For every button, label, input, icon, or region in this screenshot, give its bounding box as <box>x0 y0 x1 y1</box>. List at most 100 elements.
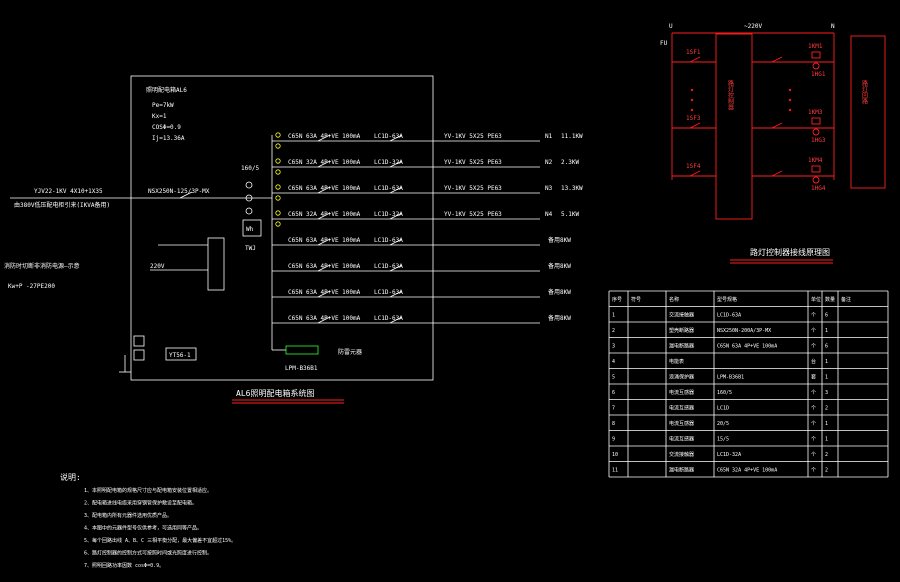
spd-label: LPM-B36B1 <box>285 365 318 372</box>
table-cell: 1 <box>825 421 828 427</box>
ctrl-fuse-symbol <box>689 56 701 63</box>
branch-cable-label: YV-1KV 5X25 PE63 <box>444 133 502 140</box>
branch-breaker-symbol <box>317 264 331 272</box>
table-cell: 交流接触器 <box>669 312 694 319</box>
table-cell: 浪涌保护器 <box>669 374 694 381</box>
branch-load-label: 2.3KW <box>561 159 579 166</box>
ctrl-dot <box>690 88 694 92</box>
table-cell: 个 <box>811 406 816 412</box>
ctrl-right-box-text: 路灯回路 <box>861 79 868 105</box>
branch-ct-circle <box>275 143 281 149</box>
branch-breaker-label: C65N 63A 4P+VE 100mA <box>288 237 361 244</box>
branch-breaker-label: C65N 63A 4P+VE 100mA <box>288 289 361 296</box>
ctrl-fuse-symbol <box>689 122 701 129</box>
branch-circuits: C65N 63A 4P+VE 100mA LC1D-63A YV-1KV 5X25 … <box>272 132 583 324</box>
branch-breaker-label: C65N 32A 4P+VE 100mA <box>288 211 361 218</box>
ctrl-dot <box>690 98 694 102</box>
ctrl-lamp <box>812 176 820 184</box>
panel-label: YT56-1 <box>169 352 191 359</box>
table-cell: 15/5 <box>717 437 729 443</box>
branch-ct-circle <box>275 195 281 201</box>
incoming-source: 由380V低压配电柜引来(IKVA备用) <box>14 201 110 209</box>
spd-symbol <box>285 345 319 355</box>
branch-ct-circle <box>275 158 281 164</box>
table-header-cell: 符号 <box>631 296 641 303</box>
branch-contactor-symbol <box>389 316 403 324</box>
ctrl-lamp-label: 1HG1 <box>811 71 826 78</box>
ctrl-lamp <box>812 62 820 70</box>
branch-lc-label: LC1D-63A <box>374 133 403 140</box>
branch-breaker-label: C65N 63A 4P+VE 100mA <box>288 315 361 322</box>
fire-module-box <box>207 237 225 291</box>
diagram-title: AL6照明配电箱系统图 <box>236 388 314 398</box>
panel-name-box <box>165 347 197 361</box>
ctrl-coil <box>811 165 821 173</box>
meter-label: TWJ <box>245 245 256 252</box>
branch-lc-label: LC1D-63A <box>374 289 403 296</box>
ctrl-relay-label: 1KM3 <box>808 109 823 116</box>
notes-list: 1、本照明配电箱的规格尺寸应与配电箱安装位置相适应。2、配电箱进线电缆采用穿钢管… <box>84 487 236 569</box>
branch-contactor-symbol <box>389 264 403 272</box>
panel-border <box>130 75 434 381</box>
branch-lc-label: LC1D-63A <box>374 315 403 322</box>
table-cell: LPM-B36B1 <box>717 375 744 381</box>
branch-circuit-label: N2 <box>545 159 553 166</box>
table-cell: 个 <box>811 328 816 334</box>
branch-cable-label: YV-1KV 5X25 PE63 <box>444 159 502 166</box>
note-line: 7、照明回路功率因数 cosΦ=0.9。 <box>84 562 164 569</box>
table-header-cell: 数量 <box>825 296 835 303</box>
fire-note-2: Kw+P -27PE200 <box>8 283 55 290</box>
table-header-cell: 型号规格 <box>717 296 737 303</box>
table-cell: 7 <box>612 406 615 412</box>
table-cell: 2 <box>825 468 828 474</box>
ctrl-title: 路灯控制器接线原理图 <box>750 247 830 257</box>
table-cell: 3 <box>825 390 828 396</box>
table-cell: 10 <box>612 452 618 458</box>
ctrl-controller-box <box>715 33 753 220</box>
branch-lc-label: LC1D-63A <box>374 185 403 192</box>
table-cell: 漏电断路器 <box>669 467 694 474</box>
branch-breaker-symbol <box>317 238 331 246</box>
table-cell: LC1D-63A <box>717 313 741 319</box>
table-cell: 电流互感器 <box>669 389 694 396</box>
incoming-cable: YJV22-1KV 4X10+1X35 <box>34 188 103 195</box>
note-line: 5、每个回路出线 A、B、C 三相平衡分配，最大偏差不宜超过15%。 <box>84 537 236 544</box>
table-cell: LC1D <box>717 406 729 412</box>
note-line: 4、本图中的元器件型号仅供参考，可选用同等产品。 <box>84 525 202 532</box>
table-cell: 8 <box>612 421 615 427</box>
table-header-cell: 单位 <box>811 296 821 303</box>
table-cell: C65N 32A 4P+VE 100mA <box>717 468 777 474</box>
branch-breaker-symbol <box>317 290 331 298</box>
table-cell: 2 <box>825 452 828 458</box>
table-cell: 3 <box>612 344 615 350</box>
spd-desc: 防雷元器 <box>338 348 362 356</box>
ctrl-loop-box <box>850 35 886 189</box>
note-line: 3、配电箱内所有元器件选用优质产品。 <box>84 512 172 519</box>
branch-contactor-symbol <box>389 160 403 168</box>
table-cell: 1 <box>825 437 828 443</box>
table-cell: 2 <box>825 406 828 412</box>
note-line: 1、本照明配电箱的规格尺寸应与配电箱安装位置相适应。 <box>84 487 212 494</box>
table-cell: 20/5 <box>717 421 729 427</box>
branch-breaker-label: C65N 63A 4P+VE 100mA <box>288 263 361 270</box>
branch-load-label: 13.3KW <box>561 185 583 192</box>
table-header-cell: 名称 <box>669 296 679 303</box>
branch-circuit-label: N3 <box>545 185 553 192</box>
ctrl-lamp <box>812 128 820 136</box>
indicator-box-2 <box>133 349 145 361</box>
ctrl-dot <box>788 108 792 112</box>
branch-ct-circle <box>275 210 281 216</box>
branch-lc-label: LC1D-32A <box>374 211 403 218</box>
table-cell: 1 <box>612 313 615 319</box>
branch-breaker-symbol <box>317 134 331 142</box>
ctrl-coil <box>811 51 821 59</box>
panel-title: 照明配电箱AL6 <box>146 86 187 94</box>
ctrl-coil <box>811 117 821 125</box>
ctrl-relay-symbol <box>771 122 783 129</box>
table-cell: 1 <box>825 359 828 365</box>
ctrl-lamp-label: 1HG3 <box>811 137 826 144</box>
table-header-cell: 序号 <box>612 296 622 303</box>
table-cell: 6 <box>825 344 828 350</box>
branch-cable-label: YV-1KV 5X25 PE63 <box>444 185 502 192</box>
